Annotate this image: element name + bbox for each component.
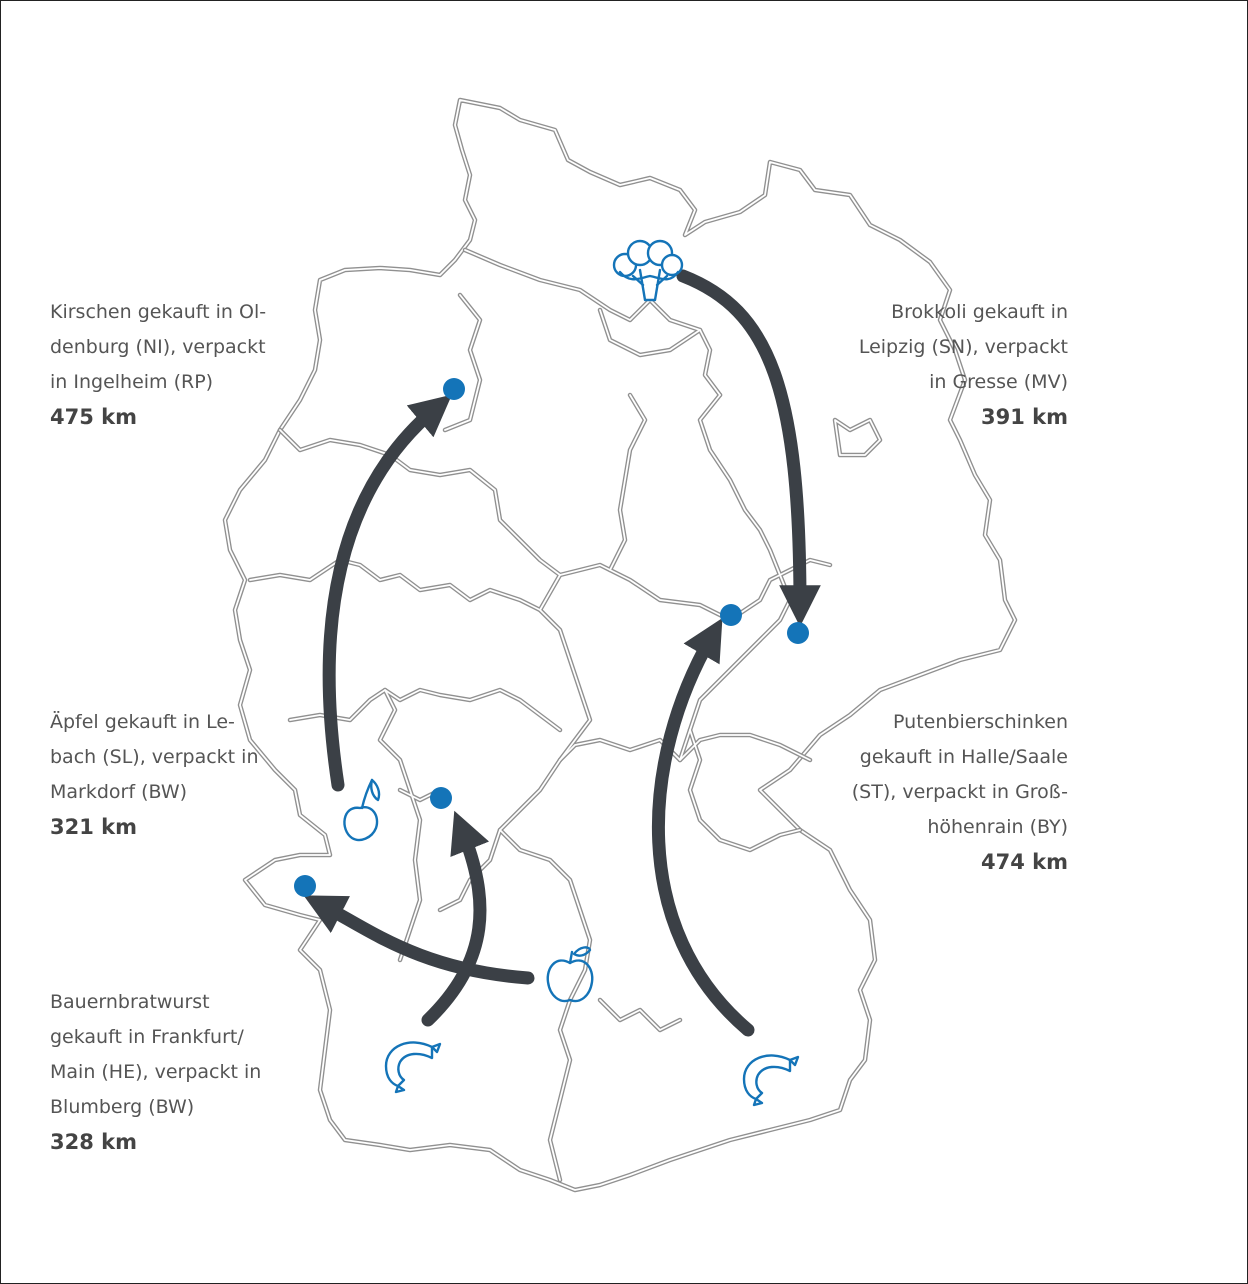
destination-markers — [294, 378, 809, 897]
broccoli-icon — [612, 239, 684, 302]
route-arrows — [303, 269, 821, 1037]
route-text-line: (ST), verpackt in Groß- — [851, 781, 1068, 803]
route-text-line: Kirschen gekauft in Ol- — [50, 301, 267, 323]
cherry-icon — [343, 778, 381, 842]
route-text-line: Putenbierschinken — [893, 711, 1068, 733]
route-text-line: Leipzig (SN), verpackt — [858, 336, 1068, 358]
route-distance: 321 km — [50, 815, 137, 839]
route-text-line: Blumberg (BW) — [50, 1096, 195, 1118]
marker-gresse — [787, 622, 809, 644]
route-text-line: Main (HE), verpackt in — [50, 1061, 262, 1083]
route-text-line: Brokkoli gekauft in — [891, 301, 1068, 323]
route-text-line: Äpfel gekauft in Le- — [50, 711, 235, 733]
marker-grosshoehenrain — [720, 604, 742, 626]
route-label-putenbierschinken: Putenbierschinken gekauft in Halle/Saale… — [852, 705, 1068, 880]
route-text-line: gekauft in Halle/Saale — [859, 746, 1068, 768]
country-outline — [222, 97, 1018, 1193]
route-text-line: Bauernbratwurst — [50, 991, 210, 1013]
route-label-bauernbratwurst: Bauernbratwurst gekauft in Frankfurt/ Ma… — [50, 985, 261, 1160]
route-arrow-putenbierschinken — [651, 618, 755, 1037]
route-text-line: in Ingelheim (RP) — [50, 371, 214, 393]
route-arrow-kirschen — [322, 394, 452, 792]
route-label-aepfel: Äpfel gekauft in Le- bach (SL), verpackt… — [50, 705, 259, 845]
route-text-line: gekauft in Frankfurt/ — [50, 1026, 244, 1048]
marker-blumberg — [294, 875, 316, 897]
route-distance: 328 km — [50, 1130, 137, 1154]
sausage-icon — [384, 1041, 442, 1094]
route-text-line: bach (SL), verpackt in — [50, 746, 259, 768]
route-text-line: denburg (NI), verpackt — [50, 336, 266, 358]
route-distance: 475 km — [50, 405, 137, 429]
route-text-line: Markdorf (BW) — [50, 781, 188, 803]
sausage-icon — [742, 1054, 800, 1107]
route-arrow-brokkoli — [676, 269, 821, 627]
route-arrow-aepfel — [303, 895, 535, 985]
apple-icon — [546, 946, 594, 1003]
route-text-line: höhenrain (BY) — [927, 816, 1068, 838]
route-distance: 391 km — [981, 405, 1068, 429]
marker-ingelheim — [443, 378, 465, 400]
marker-markdorf — [430, 787, 452, 809]
route-label-brokkoli: Brokkoli gekauft in Leipzig (SN), verpac… — [859, 295, 1068, 435]
route-label-kirschen: Kirschen gekauft in Ol- denburg (NI), ve… — [50, 295, 266, 435]
route-text-line: in Gresse (MV) — [929, 371, 1068, 393]
route-arrow-bauernbratwurst — [421, 810, 490, 1027]
route-distance: 474 km — [981, 850, 1068, 874]
